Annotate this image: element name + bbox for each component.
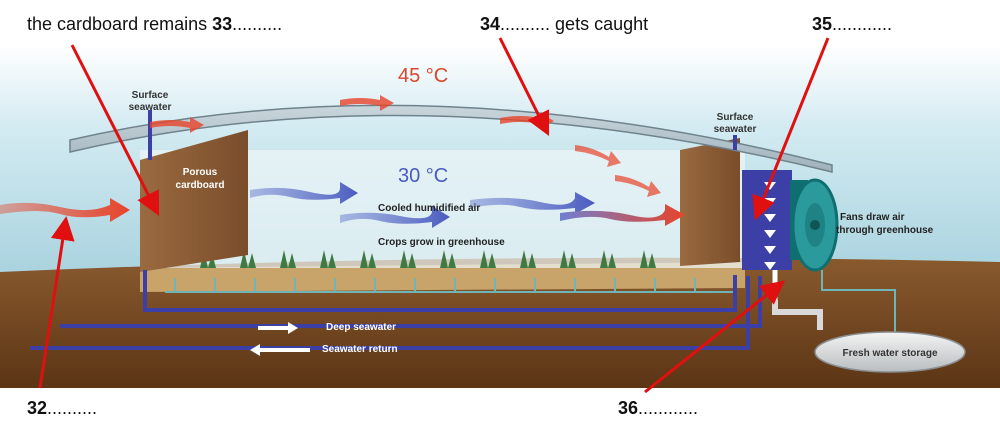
- q33-blank: ..........: [232, 14, 283, 34]
- question-33: the cardboard remains 33..........: [27, 14, 282, 35]
- greenhouse-interior: [140, 150, 745, 268]
- airflow-arrows: [0, 95, 685, 356]
- pointer-33: [70, 44, 160, 217]
- cool-air-arrow-1: [250, 182, 358, 204]
- q33-prefix: the cardboard remains: [27, 14, 213, 34]
- pointer-34: [498, 37, 550, 137]
- temp-inner-label: 30 °C: [398, 165, 448, 187]
- surface-left-line1: Surface: [132, 90, 169, 101]
- porous-line1: Porous: [183, 167, 218, 178]
- pointer-36: [644, 280, 786, 394]
- fans-line1: Fans draw air: [840, 212, 905, 223]
- temp-outer-label: 45 °C: [398, 65, 448, 87]
- fan: [790, 178, 839, 272]
- q33-number: 33: [212, 14, 233, 34]
- seawater-return-arrow: [250, 344, 310, 356]
- warming-air-arrow: [560, 204, 685, 226]
- q36-blank: ............: [638, 398, 699, 418]
- question-pointers: [38, 37, 830, 394]
- fan-pipe: [821, 270, 896, 340]
- greenhouse-roof: [69, 104, 833, 173]
- pointer-35: [752, 37, 830, 221]
- crops-label: Crops grow in greenhouse: [378, 237, 505, 248]
- q35-number: 35: [812, 14, 833, 34]
- fresh-water-label: Fresh water storage: [842, 348, 937, 359]
- cooled-air-label: Cooled humidified air: [378, 203, 480, 214]
- question-32: 32..........: [27, 398, 97, 419]
- hot-air-inlet-arrow: [0, 198, 130, 222]
- left-cardboard-wall: [140, 130, 248, 272]
- fresh-water-tank: [814, 331, 966, 373]
- surface-right-line2: seawater: [714, 124, 757, 135]
- deep-seawater-arrow: [258, 322, 298, 334]
- q35-blank: ............: [832, 14, 893, 34]
- deep-seawater-label: Deep seawater: [326, 322, 396, 333]
- cool-air-arrow-2: [340, 206, 450, 228]
- porous-line2: cardboard: [176, 180, 225, 191]
- crops-row: [200, 250, 656, 268]
- q34-number: 34: [480, 14, 501, 34]
- q36-number: 36: [618, 398, 639, 418]
- cool-air-arrow-3: [470, 192, 595, 214]
- fresh-water-pipe: [772, 300, 823, 330]
- q32-blank: ..........: [47, 398, 98, 418]
- greenhouse-floor: [140, 262, 745, 292]
- seawater-return-label: Seawater return: [322, 344, 398, 355]
- q32-number: 32: [27, 398, 48, 418]
- q34-blank: ..........: [500, 14, 551, 34]
- pointer-32: [38, 216, 75, 389]
- fans-line2: through greenhouse: [836, 225, 934, 236]
- q34-suffix: gets caught: [550, 14, 649, 34]
- question-35: 35............: [812, 14, 892, 35]
- question-36: 36............: [618, 398, 698, 419]
- question-34: 34.......... gets caught: [480, 14, 648, 35]
- surface-right-line1: Surface: [717, 112, 754, 123]
- irrigation-pipe: [165, 278, 735, 293]
- surface-left-line2: seawater: [129, 102, 172, 113]
- right-cardboard-wall: [680, 138, 740, 266]
